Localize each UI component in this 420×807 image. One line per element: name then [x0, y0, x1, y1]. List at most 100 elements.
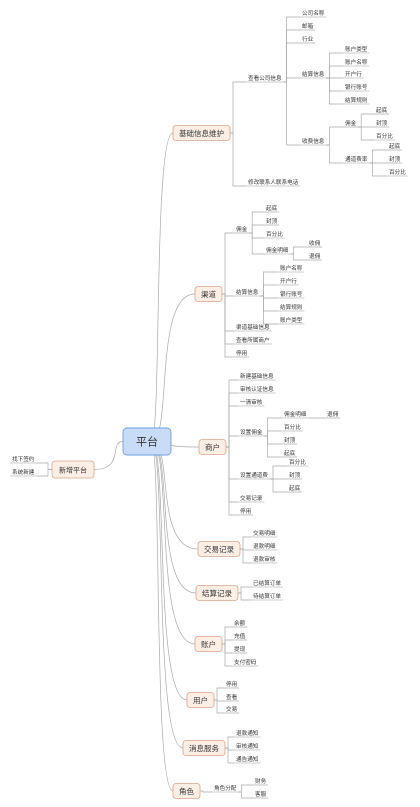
node-branches-1-children-1-children-4[interactable]: 账户类型: [278, 316, 305, 325]
node-branches-2-children-6-label: 停用: [240, 507, 251, 515]
branch-box-b2[interactable]: [194, 286, 223, 302]
node-branches-2-children-0[interactable]: 新建基础信息: [238, 372, 276, 381]
node-branches-1-children-2[interactable]: 渠道基础信息: [234, 323, 272, 332]
branch-box-b7[interactable]: [186, 692, 215, 708]
node-branches-2-children-1[interactable]: 审核认证信息: [238, 385, 276, 394]
node-branches-2-children-6[interactable]: 停用: [238, 507, 254, 516]
node-branches-0-children-0-children-4[interactable]: 收费信息: [300, 137, 327, 146]
node-branches-8-children-0[interactable]: 角色分配: [212, 784, 239, 793]
node-branches-0-children-0-children-4-children-0[interactable]: 佣金: [343, 119, 359, 128]
node-branches-2-children-5[interactable]: 交易记录: [238, 494, 265, 503]
node-branches-0-children-0-children-3[interactable]: 结算信息: [300, 70, 327, 79]
node-branches-4-children-0[interactable]: 已结算订单: [251, 579, 283, 588]
node-branches-0-children-0-children-3-children-0[interactable]: 账户类型: [343, 45, 370, 54]
connector-branches-0-children-0-children-4-children-1-children-0: [369, 149, 387, 164]
branch-box-b6[interactable]: [194, 636, 223, 652]
node-branches-2-children-4-children-0[interactable]: 百分比: [287, 458, 308, 467]
node-branches-0-children-0-children-4-children-0-label: 佣金: [345, 119, 357, 127]
connector-branches-0-children-0-children-3: [283, 77, 300, 83]
node-branches-2-children-3-children-1-label: 百分比: [284, 423, 301, 431]
branch-new-platform-box[interactable]: [51, 460, 95, 479]
node-branches-5-children-1[interactable]: 充值: [232, 632, 248, 641]
node-branches-1-children-0-children-3-children-0[interactable]: 收佣: [307, 239, 323, 248]
node-branches-0-children-0-children-1[interactable]: 邮箱: [300, 22, 316, 31]
connector-branches-0-children-0-children-3-children-3: [326, 77, 343, 92]
node-branches-7-children-0[interactable]: 退款通知: [234, 729, 261, 738]
node-branches-2-children-3-children-0[interactable]: 佣金明细: [282, 410, 309, 419]
node-branches-0-children-0[interactable]: 查看公司信息: [246, 74, 284, 83]
node-branches-1-children-1-children-0[interactable]: 账户名称: [278, 264, 305, 273]
node-branches-2-children-3-children-1[interactable]: 百分比: [282, 423, 303, 432]
node-branches-0-children-1[interactable]: 修改联系人联系电话: [246, 178, 301, 187]
connector-branches-2-children-1: [226, 392, 238, 448]
node-branches-1-children-1-children-3[interactable]: 结算规则: [278, 303, 305, 312]
node-branches-1-children-3[interactable]: 查看所属商户: [234, 336, 272, 345]
node-branches-6-children-0[interactable]: 停用: [224, 680, 240, 689]
node-branches-3-children-2[interactable]: 退款审核: [251, 555, 278, 564]
node-branches-2-children-3-children-2[interactable]: 封顶: [282, 436, 298, 445]
node-branches-2-children-4-children-1[interactable]: 封顶: [287, 471, 303, 480]
node-branches-6-children-2[interactable]: 交易: [224, 705, 240, 714]
node-branches-5-children-2[interactable]: 提现: [232, 645, 248, 654]
node-branches-1-children-0-children-0-label: 起底: [266, 204, 278, 212]
node-branches-0-children-0-children-4-children-1-children-2[interactable]: 百分比: [387, 168, 408, 177]
node-branches-1-children-2-label: 渠道基础信息: [236, 323, 270, 331]
branch-box-b9[interactable]: [172, 783, 201, 799]
node-branches-5-children-3[interactable]: 支付密码: [232, 658, 259, 667]
node-branches-0-children-0-children-3-children-1[interactable]: 账户名称: [343, 58, 370, 67]
node-branches-1-children-0-children-0[interactable]: 起底: [264, 204, 280, 213]
left-leaf-1[interactable]: 系统新建: [10, 468, 37, 477]
node-branches-0-children-0-children-2[interactable]: 行业: [300, 35, 316, 44]
node-branches-0-children-0-children-4-children-1-children-0[interactable]: 起底: [387, 142, 403, 151]
node-branches-0-children-0-children-0[interactable]: 公司名称: [300, 9, 327, 18]
node-branches-2-children-3[interactable]: 设置佣金: [238, 428, 265, 437]
branch-box-b4[interactable]: [197, 541, 241, 557]
branch-box-b1[interactable]: [172, 125, 231, 141]
node-branches-3-children-1[interactable]: 退款明细: [251, 542, 278, 551]
node-branches-2-children-4[interactable]: 设置通道费: [238, 471, 270, 480]
node-branches-0-children-0-children-4-children-0-children-0[interactable]: 起底: [374, 106, 390, 115]
node-branches-0-children-0-children-4-children-1-children-1[interactable]: 封顶: [387, 155, 403, 164]
node-branches-1-children-4[interactable]: 停用: [234, 349, 250, 358]
node-branches-1-children-0-children-3-children-1[interactable]: 退佣: [307, 252, 323, 261]
node-branches-8-children-0-children-1[interactable]: 客服: [253, 790, 269, 799]
node-branches-7-children-1[interactable]: 审核通知: [234, 742, 261, 751]
branch-box-b5[interactable]: [195, 585, 239, 601]
connector-root-branch-b2: [150, 293, 196, 442]
node-branches-4-children-1[interactable]: 待结算订单: [251, 592, 283, 601]
node-branches-0-children-0-children-4-children-1[interactable]: 通道费率: [343, 155, 370, 164]
node-branches-0-children-0-children-3-children-4[interactable]: 结算规则: [343, 96, 370, 105]
node-branches-0-children-0-children-4-children-0-children-1[interactable]: 封顶: [374, 119, 390, 128]
node-branches-0-children-0-children-3-children-2[interactable]: 开户行: [343, 70, 364, 79]
connector-branches-1-children-1-children-0: [260, 271, 278, 297]
node-branches-1-children-0-children-2[interactable]: 百分比: [264, 230, 285, 239]
connector-branches-2-children-4-children-0: [270, 465, 287, 480]
connector-branches-2-children-0: [226, 379, 238, 448]
node-branches-1-children-1[interactable]: 结算信息: [234, 288, 261, 297]
node-branches-6-children-1[interactable]: 查看: [224, 693, 240, 702]
node-branches-0-children-0-children-4-children-0-children-0-label: 起底: [376, 106, 388, 114]
node-branches-1-children-0-children-3[interactable]: 佣金明细: [264, 246, 291, 255]
connector-branches-2-children-6: [226, 446, 238, 516]
branch-box-b8[interactable]: [182, 740, 226, 756]
branch-box-b3[interactable]: [198, 439, 227, 455]
node-branches-2-children-4-children-2[interactable]: 起底: [287, 484, 303, 493]
node-branches-0-children-0-children-4-children-0-children-1-label: 封顶: [376, 119, 388, 127]
node-branches-2-children-2[interactable]: 一清审核: [238, 398, 265, 407]
node-branches-8-children-0-children-0[interactable]: 财务: [253, 777, 269, 786]
node-branches-5-children-0[interactable]: 余额: [232, 619, 248, 628]
left-leaf-0[interactable]: 找下签约: [10, 455, 37, 464]
node-branches-1-children-0[interactable]: 佣金: [234, 225, 250, 234]
node-branches-1-children-0-children-1[interactable]: 封顶: [264, 217, 280, 226]
node-branches-1-children-1-children-1[interactable]: 开户行: [278, 277, 299, 286]
node-branches-7-children-2[interactable]: 通告通知: [234, 755, 261, 764]
node-branches-2-children-3-children-0-children-0[interactable]: 退佣: [325, 410, 341, 419]
node-branches-0-children-0-children-4-children-0-children-2[interactable]: 百分比: [374, 132, 395, 141]
node-branches-2-children-3-children-3[interactable]: 起底: [282, 449, 298, 458]
node-branches-1-children-1-children-2[interactable]: 银行账号: [278, 290, 305, 299]
connector-branches-0-children-0-children-4-children-0-children-0: [358, 113, 374, 128]
root-node-box[interactable]: [122, 427, 172, 456]
node-branches-0-children-0-children-3-children-3[interactable]: 银行账号: [343, 83, 370, 92]
node-branches-3-children-0[interactable]: 交易明细: [251, 529, 278, 538]
